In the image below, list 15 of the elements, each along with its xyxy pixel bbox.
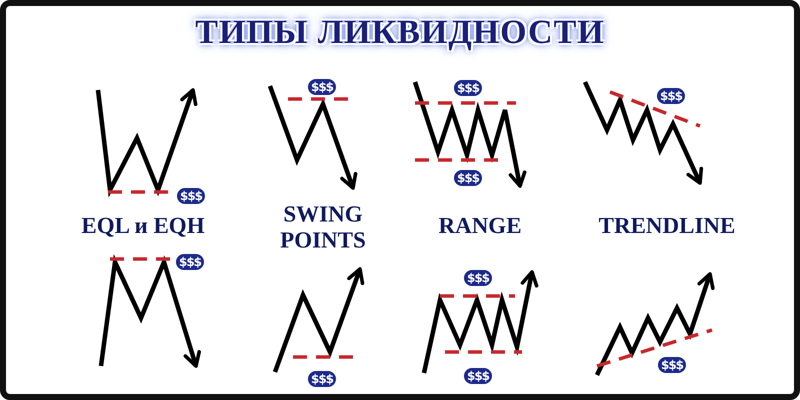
liquidity-badge: $$$ [454,80,482,96]
liquidity-badge: $$$ [464,368,492,384]
pattern-heading: TRENDLINE [598,212,736,240]
pattern-heading: EQL и EQH [81,212,205,240]
liquidity-badge: $$$ [658,357,686,373]
liquidity-badge: $$$ [176,188,206,204]
liquidity-badge: $$$ [308,371,336,387]
pattern-heading: SWING POINTS [279,202,367,254]
liquidity-badge: $$$ [656,88,686,104]
pattern-heading: RANGE [438,212,522,240]
liquidity-badge: $$$ [308,79,336,95]
liquidity-badge: $$$ [464,270,492,286]
title: ТИПЫ ЛИКВИДНОСТИ [195,14,605,52]
liquidity-badge: $$$ [454,170,482,186]
liquidity-badge: $$$ [176,254,204,270]
